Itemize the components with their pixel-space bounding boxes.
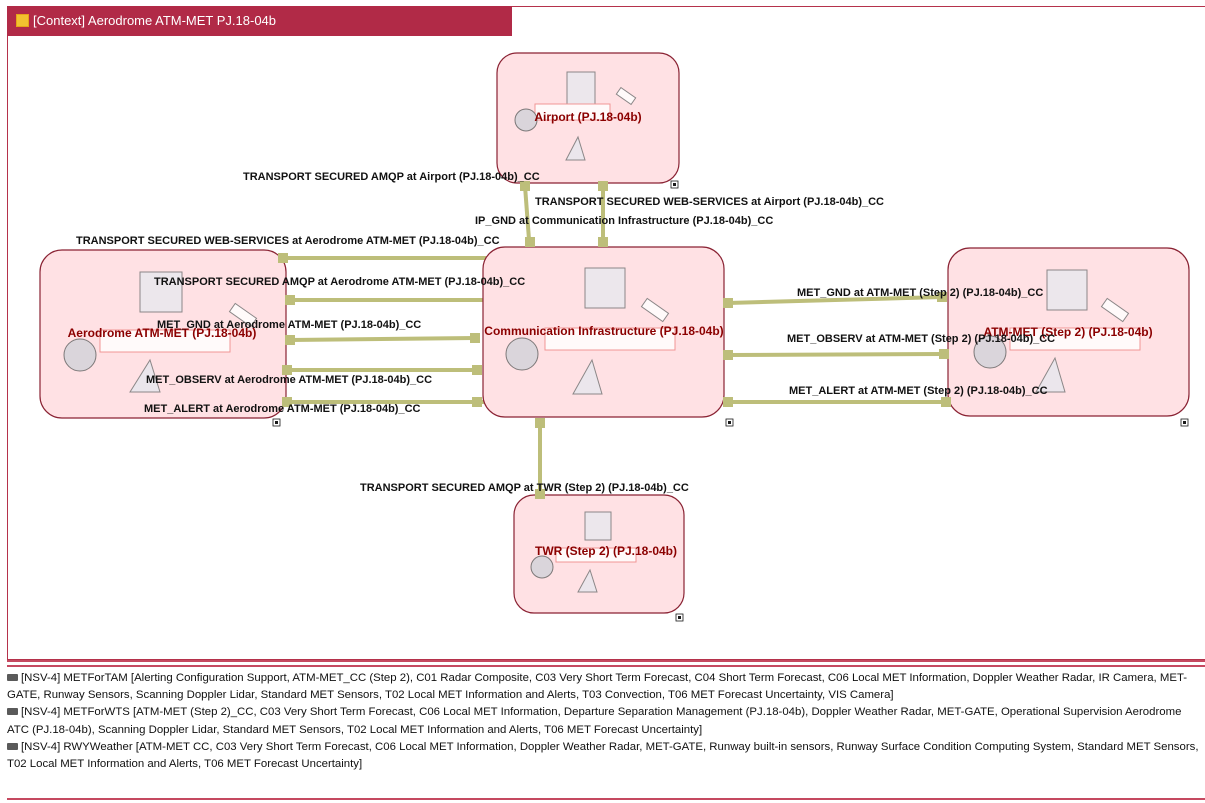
port[interactable] — [723, 350, 733, 360]
label-airport-webservices: TRANSPORT SECURED WEB-SERVICES at Airpor… — [535, 196, 884, 208]
label-twr-amqp: TRANSPORT SECURED AMQP at TWR (Step 2) (… — [360, 482, 689, 494]
ports — [278, 181, 951, 499]
expand-icon-dot — [678, 616, 681, 619]
node-label-atm-met: ATM-MET (Step 2) (PJ.18-04b) — [983, 325, 1152, 339]
legend-panel: [NSV-4] METForTAM [Alerting Configuratio… — [7, 670, 1205, 773]
port[interactable] — [525, 237, 535, 247]
label-aerodrome-met-observ: MET_OBSERV at Aerodrome ATM-MET (PJ.18-0… — [146, 374, 432, 386]
equipment-graphic — [505, 267, 676, 395]
link-aerodrome-met-gnd[interactable] — [289, 336, 476, 342]
connectors — [283, 185, 946, 494]
equipment-graphic — [973, 269, 1141, 393]
equipment-graphic — [530, 511, 637, 593]
node-aerodrome-atm-met[interactable]: Aerodrome ATM-MET (PJ.18-04b) — [39, 249, 287, 427]
equipment-graphic — [63, 271, 258, 393]
port[interactable] — [941, 397, 951, 407]
legend-entry[interactable]: [NSV-4] METForTAM [Alerting Configuratio… — [7, 670, 1205, 704]
node-type-icon — [7, 742, 18, 750]
context-diagram-icon — [16, 14, 29, 27]
legend-entry[interactable]: [NSV-4] METForWTS [ATM-MET (Step 2)_CC, … — [7, 704, 1205, 738]
node-type-icon — [7, 674, 18, 681]
expand-icon-dot — [673, 183, 676, 186]
label-aerodrome-met-gnd: MET_GND at Aerodrome ATM-MET (PJ.18-04b)… — [157, 319, 421, 331]
diagram-title-tab[interactable]: [Context] Aerodrome ATM-MET PJ.18-04b — [7, 6, 512, 36]
port[interactable] — [472, 365, 482, 375]
node-communication-infrastructure[interactable]: Communication Infrastructure (PJ.18-04b) — [482, 246, 734, 427]
port[interactable] — [535, 418, 545, 428]
node-airport[interactable]: Airport (PJ.18-04b) — [496, 52, 680, 189]
port[interactable] — [939, 349, 949, 359]
divider — [7, 798, 1205, 800]
link-atm-met-observ[interactable] — [727, 352, 945, 357]
port[interactable] — [472, 397, 482, 407]
node-label-communication: Communication Infrastructure (PJ.18-04b) — [484, 324, 723, 338]
port[interactable] — [937, 292, 947, 302]
label-atm-met-observ: MET_OBSERV at ATM-MET (Step 2) (PJ.18-04… — [787, 333, 1055, 345]
label-aerodrome-met-alert: MET_ALERT at Aerodrome ATM-MET (PJ.18-04… — [144, 403, 421, 415]
port[interactable] — [285, 335, 295, 345]
connector-labels: TRANSPORT SECURED AMQP at Airport (PJ.18… — [76, 171, 1055, 494]
port[interactable] — [282, 365, 292, 375]
expand-icon-dot — [728, 421, 731, 424]
diagram-frame — [7, 6, 1205, 660]
diagram-title: [Context] Aerodrome ATM-MET PJ.18-04b — [33, 13, 277, 28]
node-label-airport: Airport (PJ.18-04b) — [534, 110, 641, 124]
label-aerodrome-webservices: TRANSPORT SECURED WEB-SERVICES at Aerodr… — [76, 235, 500, 247]
port[interactable] — [723, 397, 733, 407]
label-atm-met-alert: MET_ALERT at ATM-MET (Step 2) (PJ.18-04b… — [789, 385, 1048, 397]
port[interactable] — [723, 298, 733, 308]
port[interactable] — [535, 489, 545, 499]
node-twr-step2[interactable]: TWR (Step 2) (PJ.18-04b) — [513, 494, 685, 622]
equipment-graphic — [514, 71, 637, 161]
label-airport-amqp: TRANSPORT SECURED AMQP at Airport (PJ.18… — [243, 171, 540, 183]
node-type-icon — [7, 708, 18, 716]
expand-icon-dot — [275, 421, 278, 424]
expand-icon-dot — [1183, 421, 1186, 424]
port[interactable] — [285, 295, 295, 305]
node-atm-met-step2[interactable]: ATM-MET (Step 2) (PJ.18-04b) — [947, 247, 1190, 427]
port[interactable] — [520, 181, 530, 191]
context-diagram: Airport (PJ.18-04b) Aerodrome ATM-MET (P… — [39, 52, 1190, 622]
port[interactable] — [470, 333, 480, 343]
label-aerodrome-amqp: TRANSPORT SECURED AMQP at Aerodrome ATM-… — [154, 276, 525, 288]
legend-entry-text: [NSV-4] RWYWeather [ATM-MET CC, C03 Very… — [7, 740, 1199, 771]
port[interactable] — [278, 253, 288, 263]
label-atm-met-gnd: MET_GND at ATM-MET (Step 2) (PJ.18-04b)_… — [797, 287, 1043, 299]
link-atm-met-gnd[interactable] — [727, 295, 943, 305]
legend-entry-text: [NSV-4] METForTAM [Alerting Configuratio… — [7, 672, 1188, 702]
legend-entry-text: [NSV-4] METForWTS [ATM-MET (Step 2)_CC, … — [7, 706, 1182, 736]
divider — [7, 665, 1205, 667]
node-label-aerodrome: Aerodrome ATM-MET (PJ.18-04b) — [68, 326, 257, 340]
port[interactable] — [598, 237, 608, 247]
legend-entry[interactable]: [NSV-4] RWYWeather [ATM-MET CC, C03 Very… — [7, 739, 1205, 773]
node-label-twr: TWR (Step 2) (PJ.18-04b) — [535, 544, 677, 558]
port[interactable] — [598, 181, 608, 191]
port[interactable] — [282, 397, 292, 407]
label-ip-gnd: IP_GND at Communication Infrastructure (… — [475, 215, 773, 227]
divider — [7, 660, 1205, 662]
